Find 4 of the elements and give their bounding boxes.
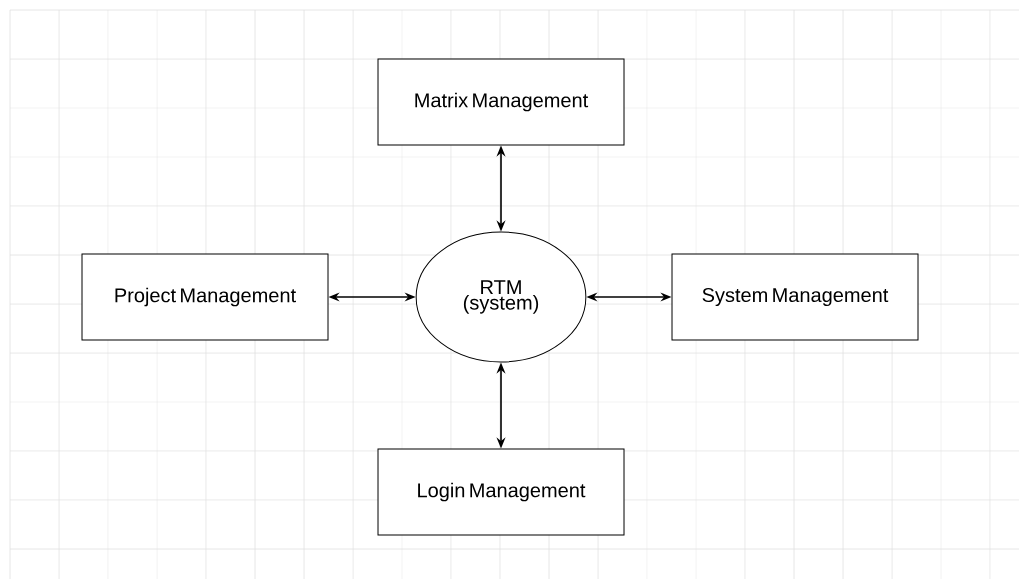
process-box: Login Management [377, 448, 625, 536]
process-box: Matrix Management [377, 58, 625, 146]
process-box: Project Management [81, 253, 329, 341]
process-box: System Management [671, 253, 919, 341]
